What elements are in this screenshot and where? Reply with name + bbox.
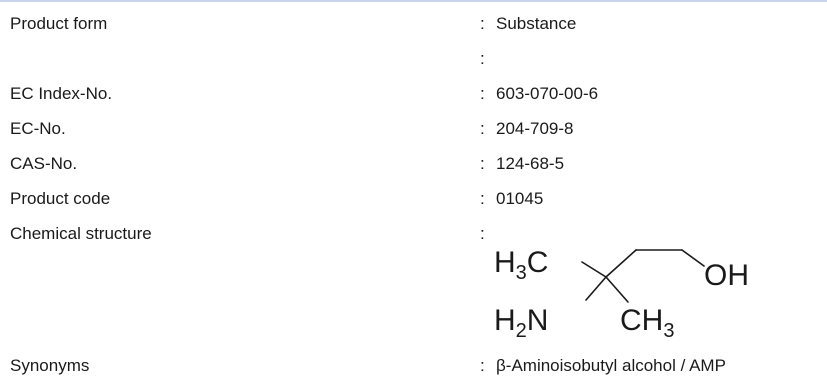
row-chemical-structure: Chemical structure : [0,222,827,246]
oh-label: OH [704,259,749,292]
top-divider [0,0,827,2]
bond-center-ch3 [605,276,629,303]
bond-ch3-center [581,261,607,278]
value-synonyms: β-Aminoisobutyl alcohol / AMP [496,356,726,375]
row-ec-index-no: EC Index-No. : 603-070-00-6 [0,82,827,106]
value-cas-no: 124-68-5 [496,154,565,173]
row-synonyms: Synonyms : β-Aminoisobutyl alcohol / AMP [0,354,827,378]
value-ec-index-no: 603-070-00-6 [496,84,599,103]
colon: : [480,49,485,68]
h3c-label: H3C [494,246,548,284]
row-empty: : [0,47,827,71]
label-ec-index-no: EC Index-No. [10,84,113,103]
row-cas-no: CAS-No. : 124-68-5 [0,152,827,176]
colon: : [480,119,485,138]
colon: : [480,154,485,173]
colon: : [480,189,485,208]
colon: : [480,356,485,375]
bond-center-ch2 [605,249,637,278]
chemical-structure-diagram: H3C OH H2N CH3 [494,246,749,342]
label-synonyms: Synonyms [10,356,90,375]
label-chemical-structure: Chemical structure [10,224,152,243]
colon: : [480,84,485,103]
row-product-form: Product form : Substance [0,12,827,36]
bond-ch2-oh [681,249,705,267]
row-product-code: Product code : 01045 [0,187,827,211]
value-ec-no: 204-709-8 [496,119,574,138]
bond-center-nh2 [585,276,607,301]
colon: : [480,14,485,33]
value-product-code: 01045 [496,189,544,208]
label-product-form: Product form [10,14,108,33]
label-ec-no: EC-No. [10,119,66,138]
h2n-label: H2N [494,304,548,342]
ch3-label: CH3 [620,304,674,342]
label-cas-no: CAS-No. [10,154,78,173]
value-product-form: Substance [496,14,577,33]
colon: : [480,224,485,243]
row-ec-no: EC-No. : 204-709-8 [0,117,827,141]
label-product-code: Product code [10,189,111,208]
